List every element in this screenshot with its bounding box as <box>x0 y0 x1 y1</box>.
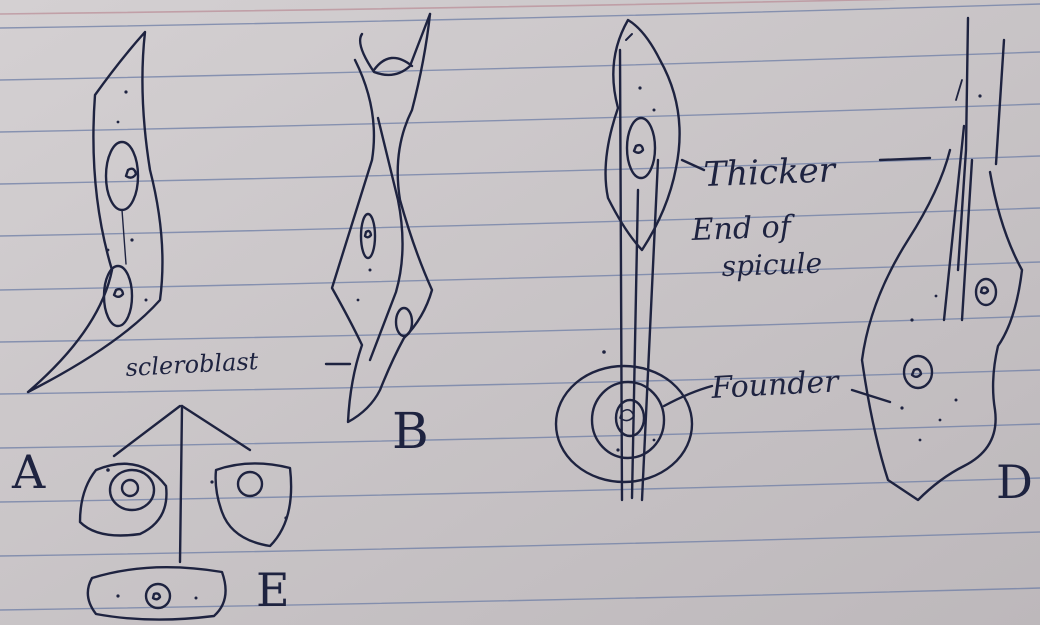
label-founder: Founder <box>710 364 841 406</box>
label-end-of: End of <box>690 209 796 248</box>
panel-letter-d: D <box>996 455 1033 509</box>
label-thicker: Thicker <box>703 150 838 195</box>
panel-letter-e: E <box>256 563 290 617</box>
panel-letter-b: B <box>392 402 429 460</box>
label-spicule: spicule <box>721 247 823 283</box>
panel-letter-a: A <box>11 445 46 499</box>
